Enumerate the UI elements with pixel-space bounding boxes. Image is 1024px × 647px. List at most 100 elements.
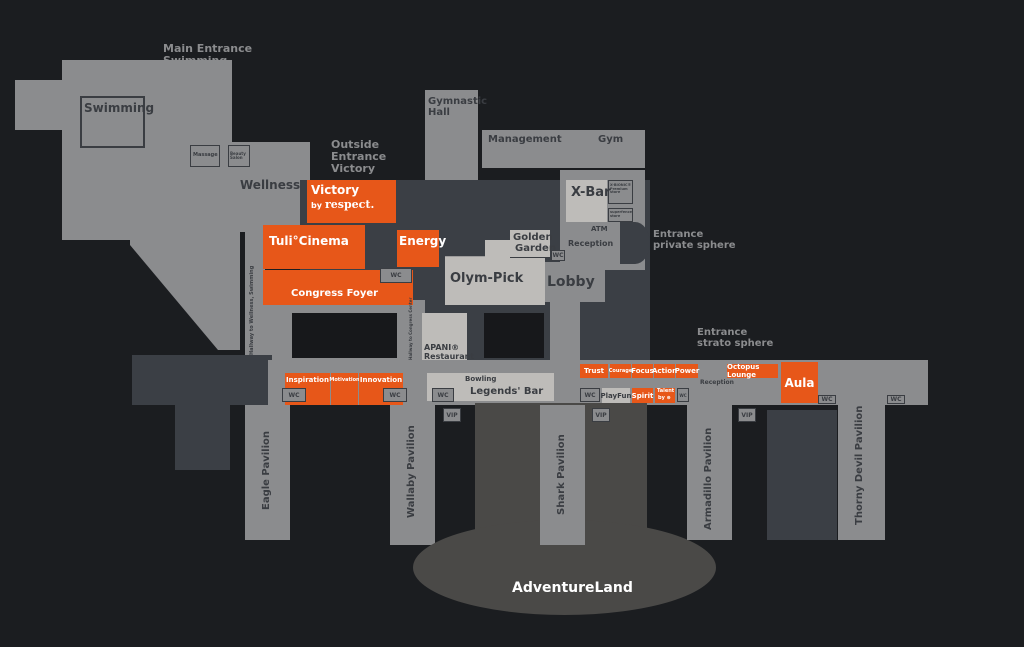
wc-talent[interactable]: WC — [677, 388, 689, 402]
adventureland-label: AdventureLand — [512, 580, 633, 596]
shark-pavilion-label: Shark Pavilion — [556, 434, 567, 515]
atm-label: ATM — [591, 225, 608, 233]
congress-wc[interactable]: WC — [380, 268, 412, 283]
victory-brand-logo: respect. — [325, 198, 375, 211]
playfun[interactable]: PlayFun — [601, 388, 632, 403]
gymnastic-hall[interactable] — [425, 90, 478, 180]
room-action[interactable]: Action — [652, 364, 677, 378]
wc-west-2[interactable]: WC — [383, 388, 407, 402]
wallaby-pavilion[interactable] — [390, 405, 435, 545]
victory-by: by — [311, 201, 322, 210]
legends-bar-label: Legends' Bar — [470, 386, 544, 397]
reception-label: Reception — [568, 239, 614, 248]
swimming-pool[interactable] — [80, 96, 145, 148]
wellness-area[interactable] — [190, 142, 310, 232]
eagle-pavilion-label: Eagle Pavilion — [261, 430, 272, 510]
lobby-corridor — [550, 300, 580, 360]
talent-label-2: by ⊕ — [658, 395, 671, 401]
outside-entrance-2: Entrance — [331, 150, 387, 163]
gym-label: Gym — [598, 134, 624, 145]
vip-armadillo[interactable]: VIP — [738, 408, 756, 422]
lobby-label: Lobby — [547, 274, 595, 290]
golden-label-1: Golden — [513, 232, 553, 243]
massage-room[interactable] — [190, 145, 220, 167]
entrance-strato-2: strato sphere — [697, 338, 774, 349]
room-courage[interactable]: Courage — [609, 364, 632, 378]
wc-legends[interactable]: WC — [432, 388, 454, 402]
superfence-label: superfence store — [610, 210, 633, 218]
wc-aula[interactable]: WC — [818, 395, 836, 404]
armadillo-pavilion-label: Armadillo Pavilion — [703, 427, 714, 530]
entrance-strato-1: Entrance — [697, 327, 748, 338]
room-talent[interactable] — [655, 388, 675, 403]
room-trust[interactable]: Trust — [580, 364, 608, 378]
outside-entrance-1: Outside — [331, 138, 380, 151]
room-octopus-lounge[interactable]: Octopus Lounge — [727, 363, 778, 379]
room-aula[interactable]: Aula — [781, 362, 818, 403]
wc-east[interactable]: WC — [887, 395, 905, 404]
energy-label: Energy — [399, 234, 447, 248]
wallaby-pavilion-label: Wallaby Pavilion — [406, 425, 417, 518]
eagle-pavilion[interactable] — [245, 405, 290, 540]
hallway-congress-label: Hallway to Congress Center — [408, 297, 413, 360]
thorny-devil-pavilion-label: Thorny Devil Pavilion — [854, 405, 865, 525]
lobby[interactable] — [545, 262, 605, 302]
swimming-label: Swimming — [84, 101, 155, 115]
reception-strato-label: Reception — [700, 379, 734, 386]
shark-pavilion[interactable] — [540, 405, 585, 545]
room-power[interactable]: Power — [675, 364, 699, 378]
lobby-wc[interactable]: WC — [551, 250, 565, 261]
armadillo-pavilion[interactable] — [687, 405, 732, 540]
entrance-private-sphere[interactable] — [620, 222, 650, 264]
gymnastic-label-2: Hall — [428, 107, 450, 118]
victory-label: Victory — [311, 183, 360, 197]
xbionic-store[interactable] — [608, 180, 633, 204]
main-entrance-label-2: Swimming — [163, 54, 228, 67]
courtyard-1 — [292, 313, 397, 358]
talent-label-1: Talent — [657, 388, 675, 394]
courtyard-2 — [484, 313, 544, 358]
west-wing-block — [175, 400, 230, 470]
entrance-private-1: Entrance — [653, 229, 704, 240]
main-entrance-label-1: Main Entrance — [163, 42, 253, 55]
superfence-store[interactable] — [608, 208, 633, 222]
xbar[interactable] — [566, 180, 607, 222]
golden-garden[interactable] — [510, 230, 550, 258]
congress-foyer-label: Congress Foyer — [291, 288, 379, 299]
golden-label-2: Garden — [515, 243, 556, 254]
room-motivation[interactable]: Motivation — [329, 373, 360, 405]
wellness-label: Wellness — [240, 178, 301, 192]
apani-restaurant[interactable] — [422, 313, 467, 361]
hallway-wellness[interactable] — [245, 225, 265, 360]
wc-shark[interactable]: WC — [580, 388, 600, 402]
room-tuli-cinema[interactable] — [263, 225, 365, 269]
vip-wallaby[interactable]: VIP — [443, 408, 461, 422]
beauty-salon[interactable] — [228, 145, 250, 167]
room-victory[interactable] — [307, 180, 396, 223]
xbionic-label: X-BIONIC® Premium store — [610, 183, 632, 195]
thorny-devil-pavilion[interactable] — [838, 405, 885, 540]
outside-entrance-3: Victory — [331, 162, 376, 175]
room-focus[interactable]: Focus — [631, 364, 654, 378]
vip-shark[interactable]: VIP — [592, 408, 610, 422]
tuli-cinema-label: Tuli°Cinema — [269, 234, 349, 248]
gymnastic-label-1: Gymnastic — [428, 96, 488, 107]
entrance-private-2: private sphere — [653, 240, 736, 251]
massage-label: Massage — [193, 152, 218, 158]
management-gym[interactable] — [482, 130, 645, 168]
xbar-label: X-Bar — [571, 185, 611, 200]
hallway-congress[interactable] — [405, 305, 420, 360]
hallway-wellness-label: Hallway to Wellness, Swimming — [249, 265, 255, 355]
west-wing — [132, 355, 272, 405]
swimming-complex-west — [15, 80, 75, 130]
bowling-label: Bowling — [465, 375, 497, 383]
room-spirit[interactable]: Spirit — [632, 388, 653, 403]
beauty-label: Beauty Salon — [230, 151, 246, 161]
apani-label-2: Restaurant — [424, 352, 475, 361]
olym-pick-label: Olym-Pick — [450, 271, 524, 286]
management-label: Management — [488, 134, 562, 145]
room-energy[interactable] — [397, 230, 439, 267]
apani-label-1: APANI® — [424, 343, 460, 352]
wc-west-1[interactable]: WC — [282, 388, 306, 402]
